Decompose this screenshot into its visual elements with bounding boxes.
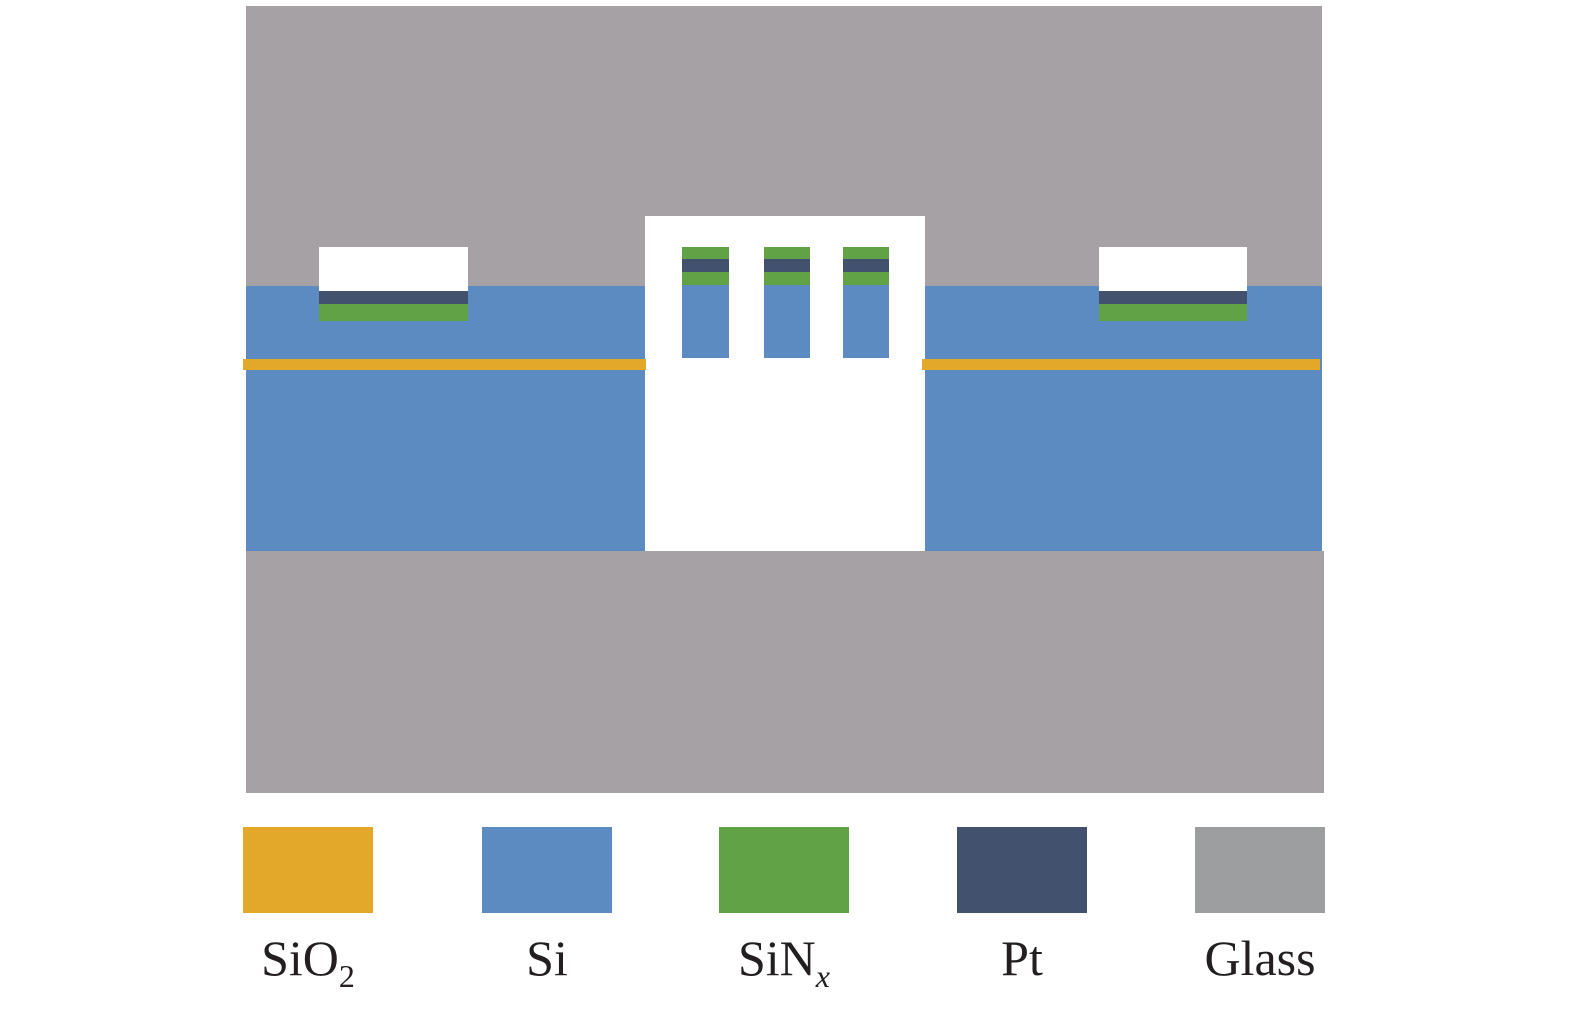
legend-label-glass-text: Glass — [1204, 930, 1316, 986]
beam-3-pt — [843, 259, 889, 272]
left-pt-electrode — [319, 291, 468, 304]
sio2-layer-right — [922, 359, 1320, 370]
legend-label-sio2-text: SiO — [261, 930, 339, 986]
legend-swatch-glass — [1195, 827, 1325, 913]
legend-label-sinx: SiNx — [714, 930, 854, 992]
legend-swatch-sinx — [719, 827, 849, 913]
legend-label-si: Si — [477, 933, 617, 983]
silicon-layer-right — [922, 286, 1322, 551]
bottom-glass-substrate — [246, 551, 1324, 793]
beam-1-pt — [682, 259, 729, 272]
beam-2-pt — [764, 259, 810, 272]
legend-label-glass: Glass — [1185, 933, 1335, 983]
legend-label-sinx-text: SiN — [737, 930, 816, 986]
beam-2-sinx-top — [764, 247, 810, 259]
silicon-layer-left — [246, 286, 646, 551]
right-sinx-layer — [1099, 304, 1247, 321]
legend-swatch-si — [482, 827, 612, 913]
right-pt-electrode — [1099, 291, 1247, 304]
sio2-layer-left — [243, 359, 646, 370]
beam-3-sinx-top — [843, 247, 889, 259]
legend-label-pt-text: Pt — [1001, 930, 1043, 986]
legend-label-sio2-sub: 2 — [338, 958, 355, 994]
legend-label-sio2: SiO2 — [238, 930, 378, 992]
beam-1-sinx-top — [682, 247, 729, 259]
beam-1-silicon — [682, 285, 729, 358]
beam-3-silicon — [843, 285, 889, 358]
legend-label-sinx-sub: x — [815, 958, 830, 994]
legend-label-pt: Pt — [952, 933, 1092, 983]
legend-swatch-pt — [957, 827, 1087, 913]
left-sinx-layer — [319, 304, 468, 321]
right-recess — [1099, 247, 1247, 291]
beam-3-sinx-bottom — [843, 272, 889, 285]
beam-1-sinx-bottom — [682, 272, 729, 285]
legend-label-si-text: Si — [526, 930, 568, 986]
beam-2-silicon — [764, 285, 810, 358]
legend-swatch-sio2 — [243, 827, 373, 913]
beam-2-sinx-bottom — [764, 272, 810, 285]
left-recess — [319, 247, 468, 291]
